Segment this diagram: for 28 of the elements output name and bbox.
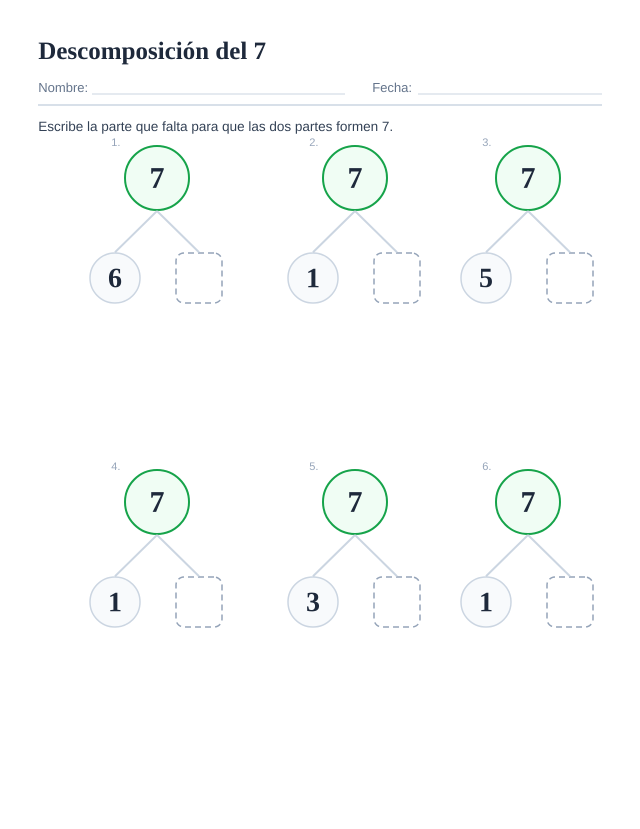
answer-box xyxy=(373,252,421,304)
connector-line xyxy=(156,210,200,253)
connector-line xyxy=(312,210,356,253)
title: Descomposición del 7 xyxy=(38,42,266,64)
connector-line xyxy=(485,210,529,253)
problem-number: 5. xyxy=(310,462,318,470)
problem-number: 3. xyxy=(482,138,490,146)
connector-line xyxy=(527,534,571,577)
answer-box xyxy=(175,252,223,304)
connector-line xyxy=(354,210,398,253)
connector-line xyxy=(527,210,571,253)
answer-box xyxy=(546,252,594,304)
connector-line xyxy=(114,210,158,253)
answer-box xyxy=(373,576,421,628)
answer-box xyxy=(175,576,223,628)
connector-line xyxy=(114,534,158,577)
field-label: Fecha: xyxy=(373,82,411,92)
connector-line xyxy=(156,534,200,577)
field-label: Nombre: xyxy=(39,82,87,92)
problem-number: 4. xyxy=(112,462,120,470)
problem-number: 6. xyxy=(482,462,490,470)
connector-line xyxy=(485,534,529,577)
answer-box xyxy=(546,576,594,628)
connector-line xyxy=(354,534,398,577)
problem-number: 1. xyxy=(112,138,120,146)
connector-line xyxy=(312,534,356,577)
instructions: Escribe la parte que falta para que las dos partes formen 7. xyxy=(39,121,392,134)
problem-number: 2. xyxy=(310,138,318,146)
